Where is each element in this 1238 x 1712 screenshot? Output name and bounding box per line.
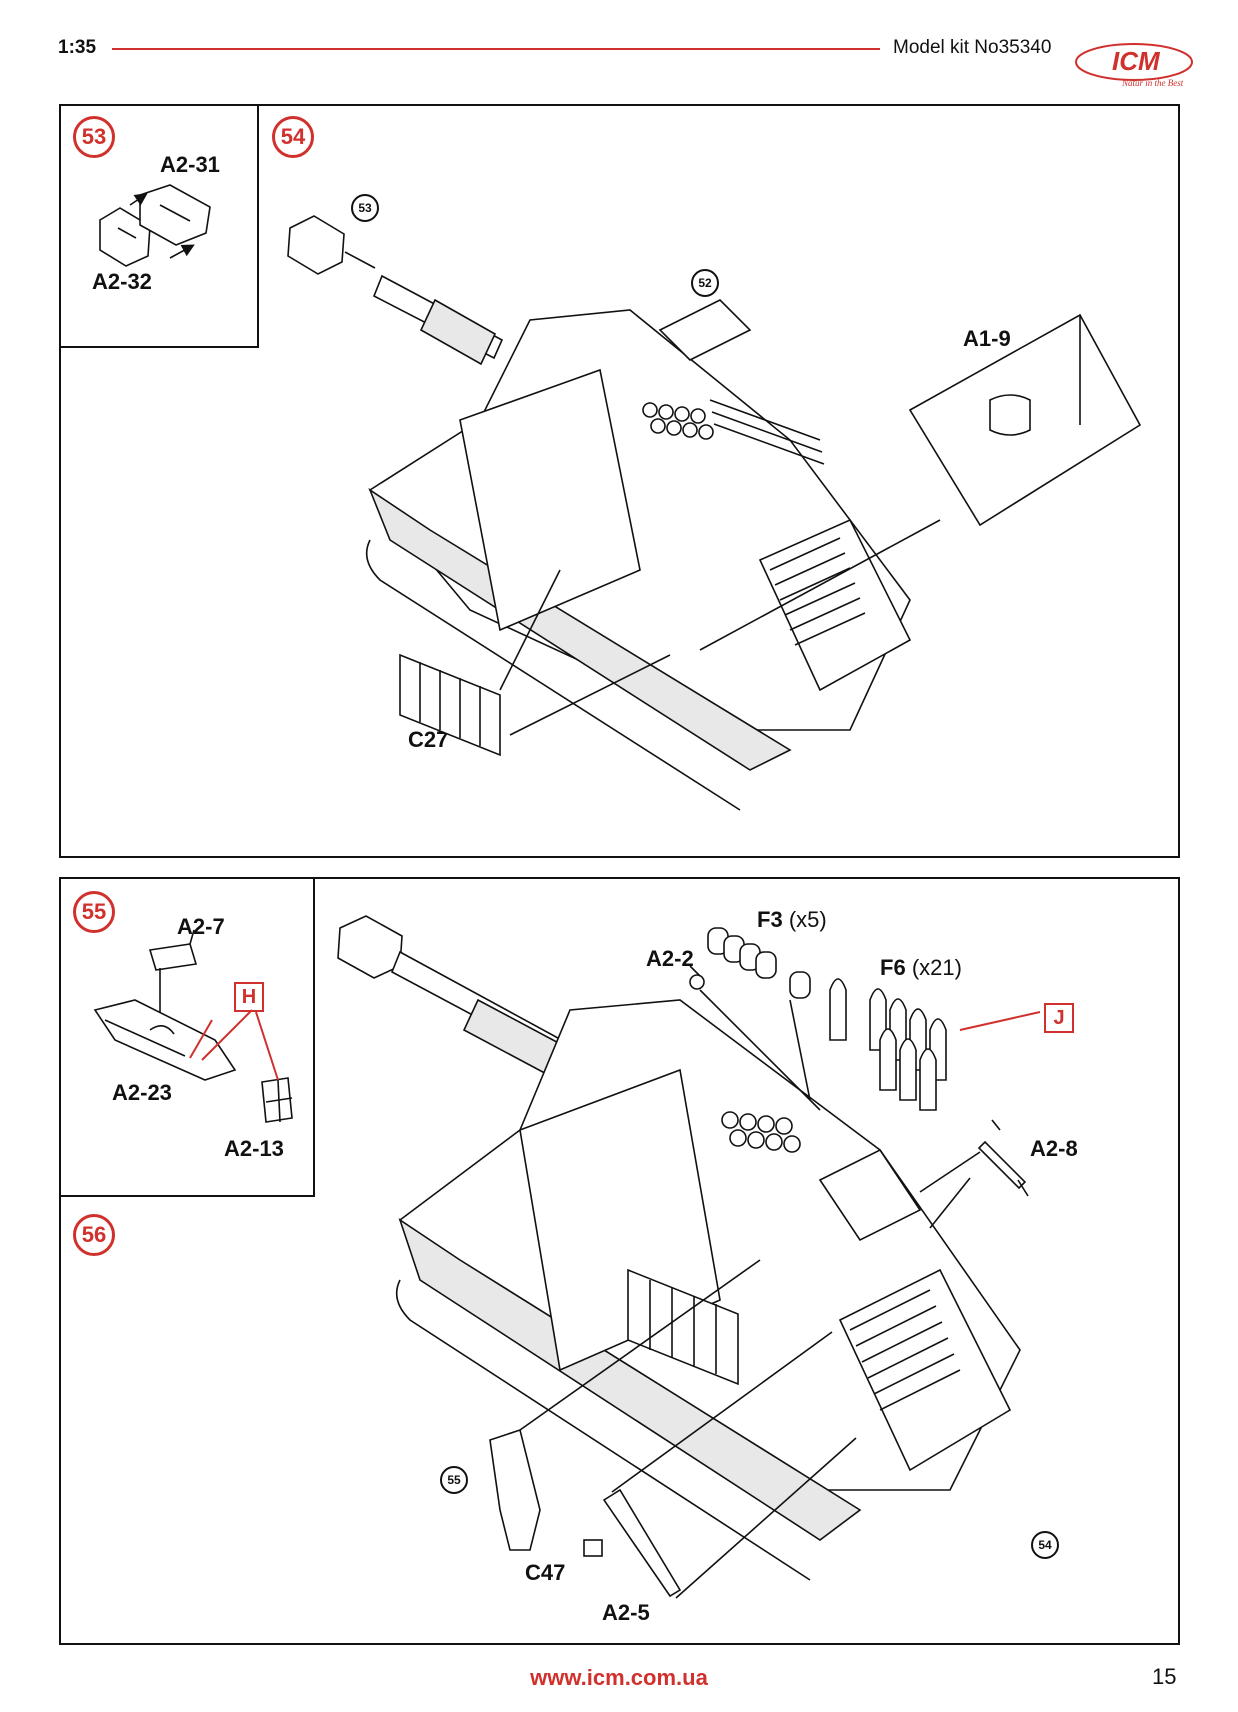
jack-part-55 (489, 1259, 761, 1551)
icm-logo-icon: ICM Natur in the Best (1075, 43, 1193, 88)
footer-website-link[interactable]: www.icm.com.ua (530, 1665, 708, 1690)
grille-c27 (399, 653, 501, 757)
part-f6-qty: (x21) (911, 955, 962, 980)
scale-label: 1:35 (58, 37, 97, 58)
ref-step-55: 55 (440, 1466, 468, 1494)
callout-j: J (1044, 1003, 1074, 1033)
step-53-badge: 53 (73, 116, 115, 158)
part-f3-code: F3 (757, 907, 783, 932)
callout-h: H (234, 982, 264, 1012)
ref-step-52: 52 (691, 269, 719, 297)
bolt-c47 (583, 1539, 603, 1557)
part-a2-31-label: A2-31 (160, 152, 220, 177)
svg-text:Natur in the Best: Natur in the Best (1121, 78, 1184, 88)
armor-plate-a1-9 (908, 313, 1142, 527)
header-rule (112, 48, 880, 50)
part-a2-32-label: A2-32 (92, 269, 152, 294)
top-panel (59, 104, 1180, 858)
shell-cases-f3 (707, 927, 811, 999)
step-55-badge: 55 (73, 891, 115, 933)
washer-a2-2 (689, 974, 705, 990)
part-f6-label: F6 (x21) (880, 955, 962, 981)
part-a2-2-label: A2-2 (646, 946, 694, 971)
hull-56 (395, 999, 1021, 1581)
part-a2-13-label: A2-13 (224, 1136, 284, 1161)
hull-54 (365, 299, 912, 811)
part-f3-label: F3 (x5) (757, 907, 827, 933)
part-a2-8-label: A2-8 (1030, 1136, 1078, 1161)
part-a2-7-label: A2-7 (177, 914, 225, 939)
rod-a2-5 (602, 1331, 857, 1599)
icm-logo: ICM Natur in the Best (1072, 38, 1202, 90)
gun-barrel-56 (337, 915, 582, 1080)
ammo-rack-56 (721, 1111, 801, 1153)
part-a1-9-label: A1-9 (963, 326, 1011, 351)
traverse-mechanism-parts (93, 929, 293, 1123)
part-a2-23-label: A2-23 (112, 1080, 172, 1105)
ammo-rack-54 (642, 402, 714, 440)
ref-step-53: 53 (351, 194, 379, 222)
gun-barrel-54 (287, 215, 504, 366)
part-c47-label: C47 (525, 1560, 566, 1585)
kit-number: Model kit No35340 (893, 37, 1052, 58)
step-56-badge: 56 (73, 1214, 115, 1256)
step-54-badge: 54 (272, 116, 314, 158)
svg-text:ICM: ICM (1112, 46, 1161, 76)
handle-a2-8 (919, 1119, 1029, 1229)
ref-step-54: 54 (1031, 1531, 1059, 1559)
muzzle-brake-parts (99, 184, 211, 267)
bottom-panel (59, 877, 1180, 1645)
part-a2-5-label: A2-5 (602, 1600, 650, 1625)
shells-f6 (829, 978, 1041, 1111)
page-number: 15 (1152, 1664, 1177, 1689)
part-f3-qty: (x5) (788, 907, 827, 932)
part-f6-code: F6 (880, 955, 906, 980)
